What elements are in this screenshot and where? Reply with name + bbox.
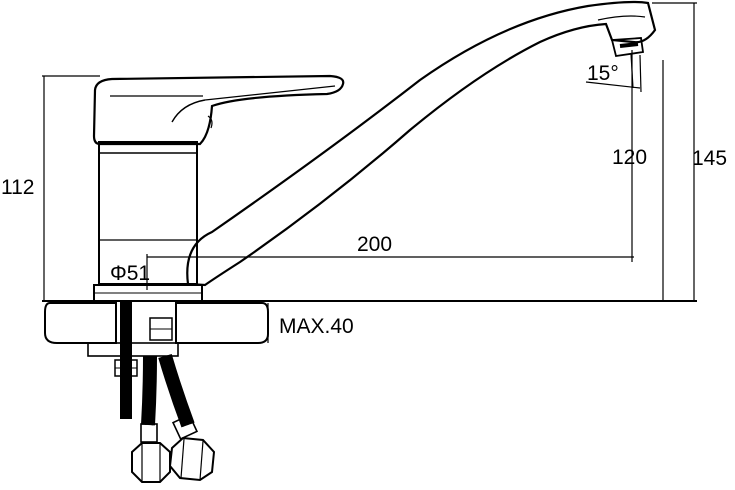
lever-handle: [92, 74, 345, 146]
mounting-stud: [114, 301, 138, 419]
dim-spout-reach-label: 200: [357, 233, 392, 256]
dim-diameter-label: Φ51: [110, 262, 150, 285]
supply-hoses: [141, 354, 195, 428]
clamp-plate: [87, 317, 179, 357]
dim-counter-thickness-label: MAX.40: [279, 315, 354, 338]
faucet-base: [93, 284, 203, 302]
dim-aerator-angle-label: 15°: [587, 62, 619, 85]
dim-spout-height-label: 120: [612, 146, 647, 169]
hose-fittings: [131, 413, 216, 483]
dim-left-height: [42, 75, 100, 301]
aerator: [610, 37, 645, 58]
spout: [186, 0, 657, 287]
dim-total-height: [652, 2, 697, 301]
countertop-section: [44, 302, 269, 344]
dim-total-height-label: 145: [692, 147, 727, 170]
dim-aerator-angle: [585, 53, 642, 93]
dim-left-height-label: 112: [1, 176, 34, 199]
